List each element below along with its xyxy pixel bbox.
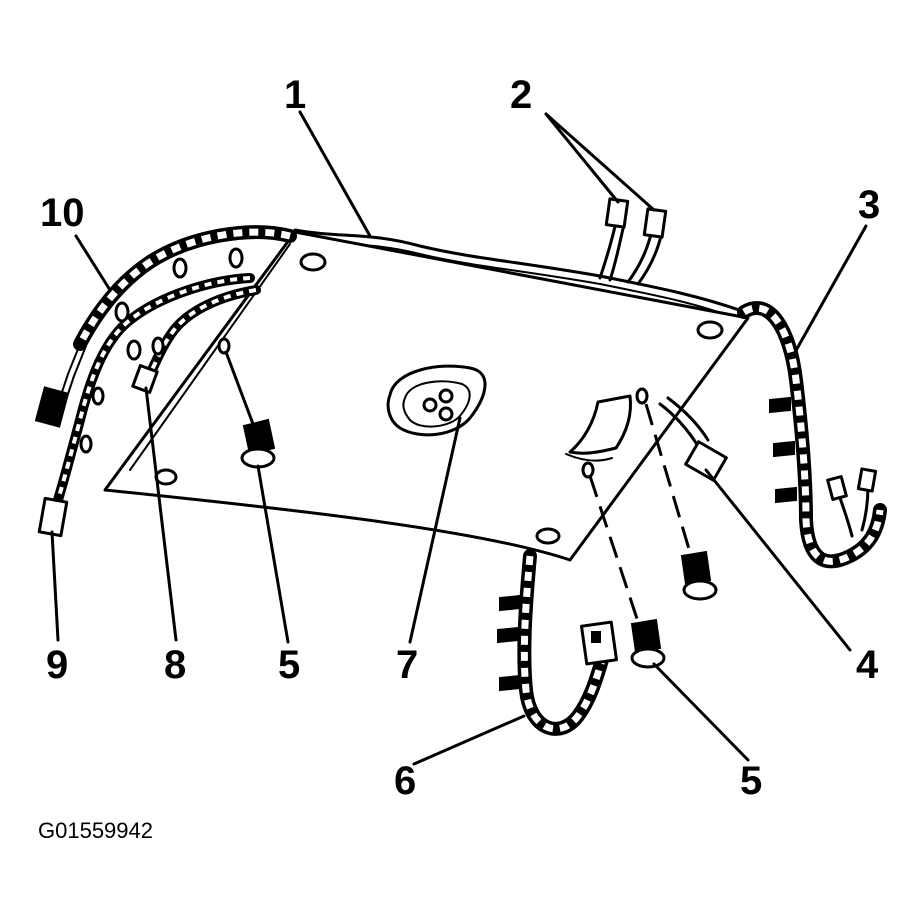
callout-6: 6: [394, 759, 416, 803]
harness-9: [37, 273, 255, 538]
harness-2: [598, 197, 668, 286]
harness-3: [737, 301, 887, 569]
callout-7: 7: [396, 643, 418, 687]
callout-4: 4: [856, 643, 879, 687]
harness-6: [497, 549, 618, 736]
leader-lines: [50, 110, 868, 766]
fastener-right: [635, 387, 718, 601]
callout-10: 10: [40, 191, 85, 235]
callout-2: 2: [510, 73, 532, 117]
callout-5-left: 5: [278, 643, 300, 687]
callout-5-right: 5: [740, 759, 762, 803]
harness-4: [658, 396, 728, 482]
fastener-center: [581, 461, 666, 669]
callout-8: 8: [164, 643, 186, 687]
harness-bracket: [565, 394, 632, 462]
callout-labels: 1 2 3 4 5 5 6 7 8 9 10: [40, 73, 880, 803]
figure-id: G01559942: [38, 818, 153, 843]
harness-8: [131, 285, 261, 394]
fastener-left: [217, 337, 276, 469]
harness-10: [34, 225, 297, 428]
callout-1: 1: [284, 73, 306, 117]
callout-3: 3: [858, 183, 880, 227]
callout-9: 9: [46, 643, 68, 687]
